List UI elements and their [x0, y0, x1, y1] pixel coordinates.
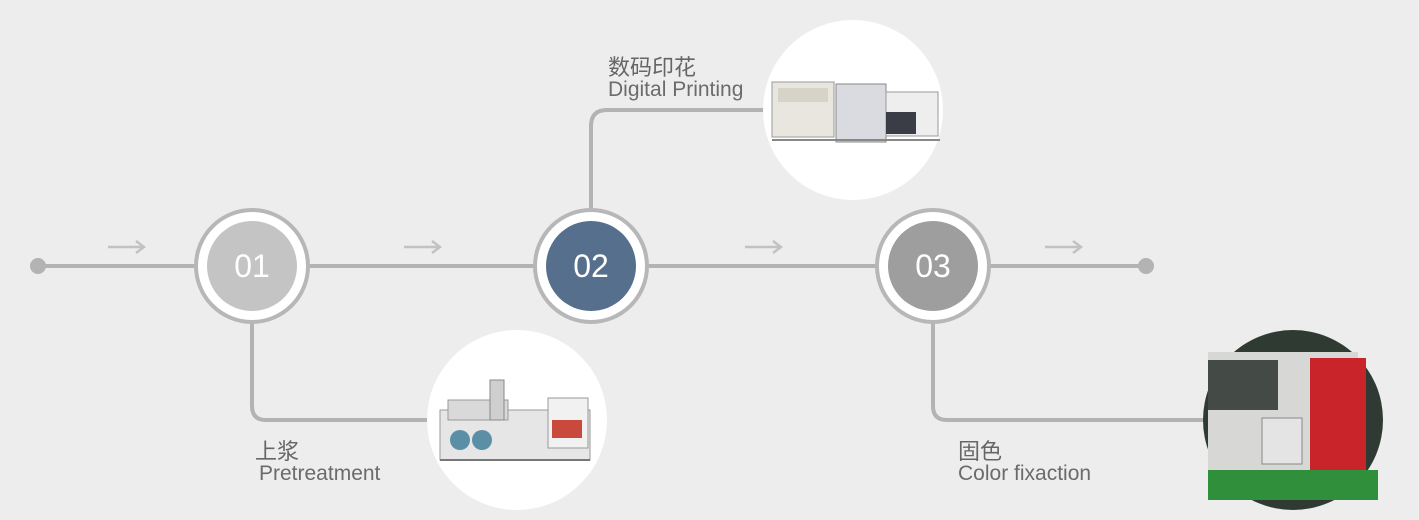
step-node-1: 01: [194, 208, 310, 324]
step-2-label-cn: 数码印花: [608, 56, 697, 81]
arrow-right-icon: [745, 240, 784, 254]
connector-step-1: [250, 322, 430, 422]
step-circle-2: [546, 221, 636, 311]
connector-step-3: [931, 322, 1210, 422]
connector-step-2: [589, 108, 770, 210]
digital-printing-machine-image: [763, 20, 943, 200]
arrow-right-icon: [108, 240, 147, 254]
step-node-2: 02: [533, 208, 649, 324]
step-3-label-cn: 固色: [958, 440, 1003, 465]
end-dot: [1138, 258, 1154, 274]
arrow-right-icon: [1045, 240, 1084, 254]
step-number-3: 03: [915, 248, 951, 284]
step-circle-3: [888, 221, 978, 311]
pretreatment-machine-image: [427, 330, 607, 510]
step-number-2: 02: [573, 248, 609, 284]
color-fixation-machine-image: [1203, 330, 1383, 510]
step-2-label-en: Digital Printing: [608, 78, 744, 101]
start-dot: [30, 258, 46, 274]
step-circle-1: [207, 221, 297, 311]
step-3-label-en: Color fixaction: [958, 462, 1092, 485]
step-1-label-en: Pretreatment: [259, 462, 381, 485]
step-1-label-cn: 上浆: [255, 440, 300, 465]
step-number-1: 01: [234, 248, 270, 284]
step-node-3: 03: [875, 208, 991, 324]
arrow-right-icon: [404, 240, 443, 254]
